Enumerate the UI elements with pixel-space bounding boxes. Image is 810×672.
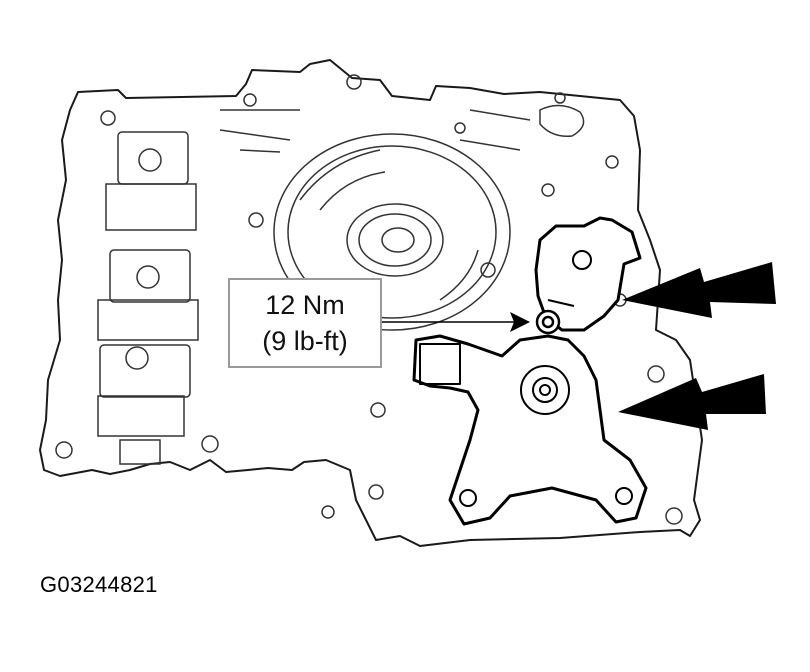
arrow-lower-icon <box>618 374 766 430</box>
torque-nm-label: 12 Nm <box>265 290 345 320</box>
torque-lbft-label: (9 lb-ft) <box>262 326 348 356</box>
arrow-upper-icon <box>622 262 776 318</box>
figure-id-label: G03244821 <box>40 572 158 597</box>
torque-callout-box: 12 Nm (9 lb-ft) <box>228 278 382 368</box>
sensor-lower <box>412 334 648 526</box>
leader-arrow-icon <box>380 312 530 332</box>
bolt <box>535 309 561 335</box>
sensor-upper <box>534 216 642 332</box>
plate-details <box>55 74 683 525</box>
